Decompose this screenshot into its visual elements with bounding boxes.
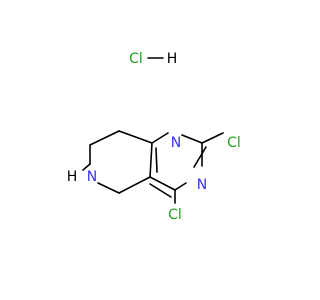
bond-c8-c7 bbox=[89, 130, 120, 146]
bond-c4-c4a-b bbox=[149, 183, 172, 198]
bond-c2-n3-b bbox=[193, 146, 207, 168]
bond-n3-c4 bbox=[174, 182, 187, 191]
structure-diagram: Cl H N N N H Cl Cl bbox=[67, 51, 241, 223]
bond-n-c5 bbox=[97, 182, 120, 194]
bond-c2-cl bbox=[201, 132, 224, 144]
bond-c6-n bbox=[82, 163, 91, 171]
hcl-chlorine-label: Cl bbox=[129, 51, 143, 67]
bond-c4a-c8a bbox=[149, 142, 153, 178]
nh-hydrogen-label: H bbox=[67, 169, 78, 185]
nitrogen-lower-label: N bbox=[197, 177, 207, 193]
chlorine-bottom-label: Cl bbox=[168, 207, 182, 223]
bond-n1-c2 bbox=[181, 134, 203, 144]
nh-nitrogen-label: N bbox=[87, 169, 97, 185]
bond-c4a-c8a-inner bbox=[155, 147, 158, 173]
bond-c8a-n1 bbox=[151, 132, 169, 144]
chlorine-right-label: Cl bbox=[227, 135, 241, 151]
hcl-hydrogen-label: H bbox=[167, 51, 178, 67]
bond-c5-c4a bbox=[118, 176, 151, 194]
bond-c4-c4a-a bbox=[149, 176, 176, 191]
bond-c8a-c8 bbox=[118, 130, 153, 144]
nitrogen-upper-label: N bbox=[171, 135, 181, 151]
